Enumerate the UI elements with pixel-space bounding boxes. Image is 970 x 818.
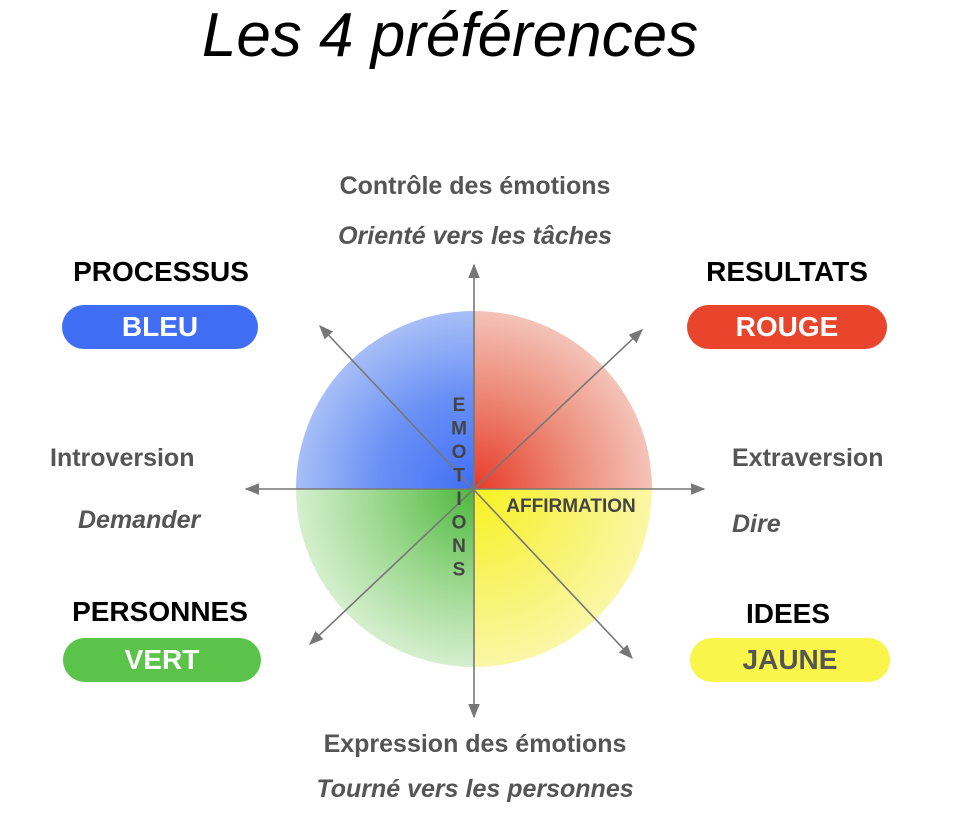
quadrant-heading-personnes: PERSONNES (72, 596, 248, 627)
quadrant-heading-processus: PROCESSUS (73, 256, 249, 287)
top-axis-label: Contrôle des émotions (339, 172, 611, 200)
left-axis-sublabel: Demander (78, 506, 201, 534)
emotions-letter: N (452, 536, 466, 557)
pill-bleu: BLEU (62, 305, 258, 349)
pill-jaune: JAUNE (690, 638, 890, 682)
emotions-letter: I (456, 489, 461, 510)
right-axis-sublabel: Dire (732, 510, 781, 538)
emotions-letter: E (453, 395, 466, 416)
pill-vert: VERT (63, 638, 261, 682)
emotions-letter: S (453, 560, 466, 581)
emotions-letter: T (453, 466, 465, 487)
emotions-letter: O (452, 513, 467, 534)
affirmation-label: AFFIRMATION (506, 496, 635, 517)
quadrant-red (474, 311, 652, 489)
quadrant-heading-resultats: RESULTATS (706, 256, 868, 287)
bottom-axis-label: Expression des émotions (323, 730, 627, 758)
quadrant-heading-idees: IDEES (745, 598, 831, 629)
right-axis-label: Extraversion (732, 444, 884, 472)
pill-rouge: ROUGE (687, 305, 887, 349)
emotions-letter: O (452, 442, 467, 463)
page-title: Les 4 préférences (201, 1, 699, 70)
top-axis-sublabel: Orienté vers les tâches (338, 222, 612, 250)
left-axis-label: Introversion (50, 444, 195, 472)
quadrant-green (296, 489, 474, 667)
bottom-axis-sublabel: Tourné vers les personnes (316, 775, 634, 803)
emotions-letter: M (451, 419, 467, 440)
diagonal-arrow-ne-sw (308, 329, 644, 645)
